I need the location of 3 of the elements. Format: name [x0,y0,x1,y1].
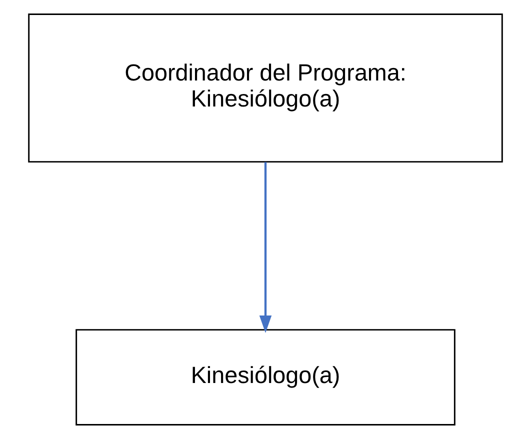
arrow [258,162,272,334]
node-box: Coordinador del Programa: Kinesiólogo(a) [28,14,502,163]
node-box: Kinesiólogo(a) [75,329,455,426]
